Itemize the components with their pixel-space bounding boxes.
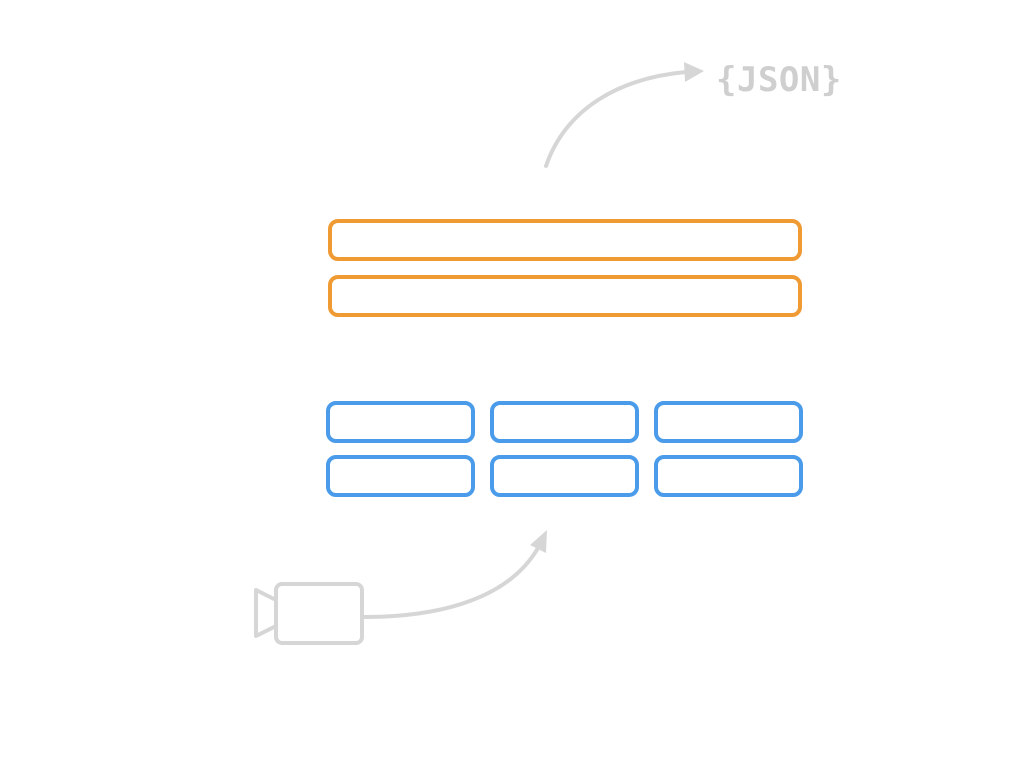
grid-cell-box — [490, 455, 639, 497]
header-row-box — [328, 275, 802, 317]
video-camera-icon — [254, 582, 364, 645]
arrow-from-camera-icon — [362, 530, 547, 619]
json-label: {JSON} — [716, 60, 842, 100]
arrow-to-json-icon — [544, 62, 704, 168]
header-row-box — [328, 219, 802, 261]
grid-cell-box — [326, 401, 475, 443]
grid-cell-box — [654, 401, 803, 443]
grid-cell-box — [326, 455, 475, 497]
grid-cell-box — [654, 455, 803, 497]
grid-cell-box — [490, 401, 639, 443]
